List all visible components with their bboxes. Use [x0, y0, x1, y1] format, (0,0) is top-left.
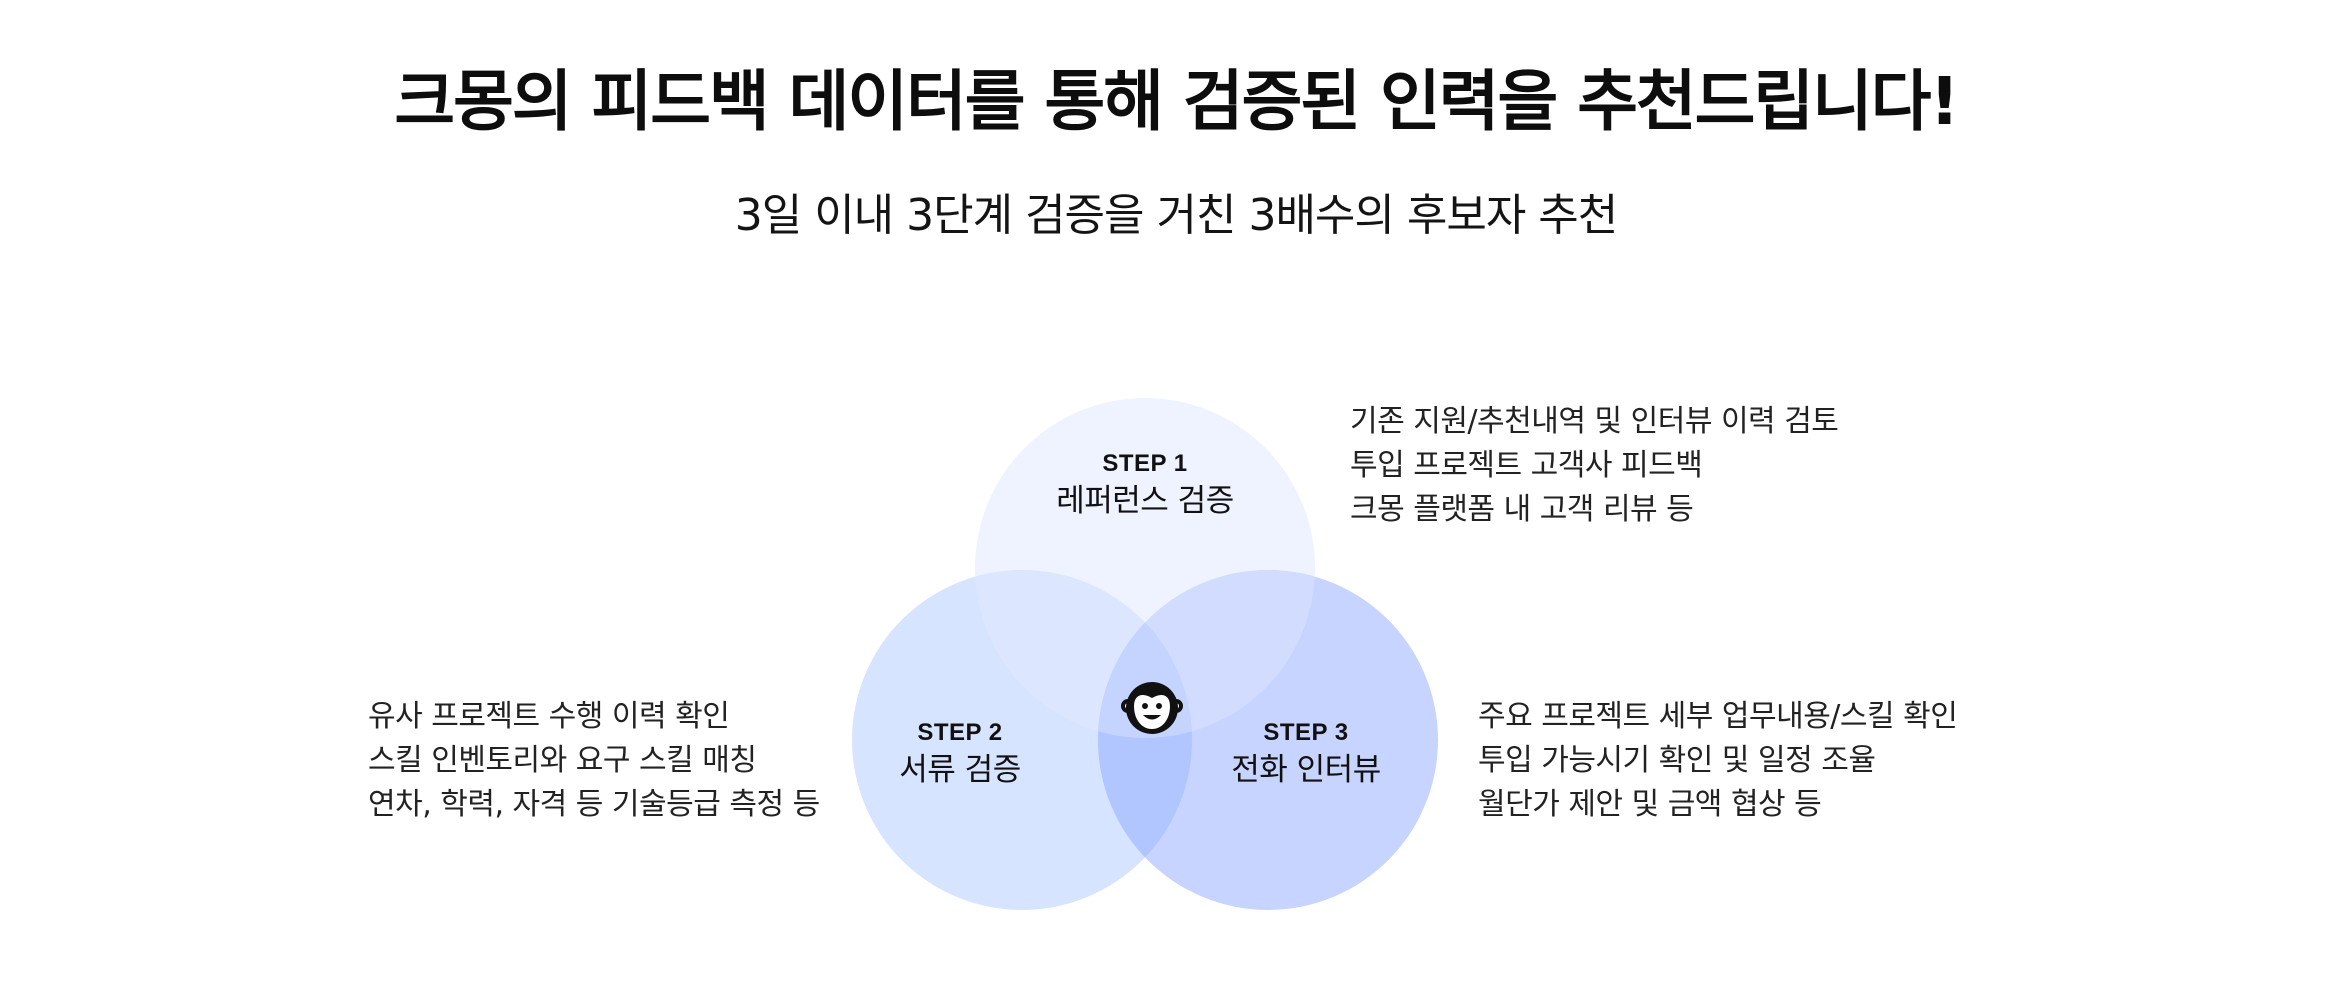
page-title: 크몽의 피드백 데이터를 통해 검증된 인력을 추천드립니다!: [394, 63, 1959, 140]
step3-detail-line: 주요 프로젝트 세부 업무내용/스킬 확인: [1478, 699, 1958, 734]
step2-details: 유사 프로젝트 수행 이력 확인 스킬 인벤토리와 요구 스킬 매칭 연차, 학…: [368, 695, 820, 827]
step1-detail-line: 기존 지원/추천내역 및 인터뷰 이력 검토: [1350, 404, 1839, 439]
monkey-mascot-icon: [1121, 682, 1183, 734]
step1-name: 레퍼런스 검증: [1056, 483, 1234, 520]
step1-detail-line: 크몽 플랫폼 내 고객 리뷰 등: [1350, 492, 1694, 527]
step1-label: STEP 1 레퍼런스 검증: [985, 448, 1305, 524]
step2-detail-line: 스킬 인벤토리와 요구 스킬 매칭: [368, 743, 757, 778]
step2-detail-line: 연차, 학력, 자격 등 기술등급 측정 등: [368, 787, 820, 822]
step3-detail-line: 월단가 제안 및 금액 협상 등: [1478, 787, 1822, 822]
step2-detail-line: 유사 프로젝트 수행 이력 확인: [368, 699, 730, 734]
step3-name: 전화 인터뷰: [1231, 752, 1381, 789]
step1-tag: STEP 1: [1102, 450, 1188, 477]
venn-overlap-1-2: [975, 570, 1192, 738]
step2-label: STEP 2 서류 검증: [800, 717, 1120, 793]
step3-details: 주요 프로젝트 세부 업무내용/스킬 확인 투입 가능시기 확인 및 일정 조율…: [1478, 695, 1958, 827]
step3-detail-line: 투입 가능시기 확인 및 일정 조율: [1478, 743, 1876, 778]
step3-label: STEP 3 전화 인터뷰: [1146, 717, 1466, 793]
step3-tag: STEP 3: [1263, 719, 1349, 746]
venn-overlap-1-3: [1098, 570, 1315, 738]
step1-details: 기존 지원/추천내역 및 인터뷰 이력 검토 투입 프로젝트 고객사 피드백 크…: [1350, 400, 1839, 532]
step2-tag: STEP 2: [917, 719, 1003, 746]
page-subtitle: 3일 이내 3단계 검증을 거친 3배수의 후보자 추천: [734, 190, 1619, 241]
step1-detail-line: 투입 프로젝트 고객사 피드백: [1350, 448, 1703, 483]
step2-name: 서류 검증: [899, 752, 1021, 789]
